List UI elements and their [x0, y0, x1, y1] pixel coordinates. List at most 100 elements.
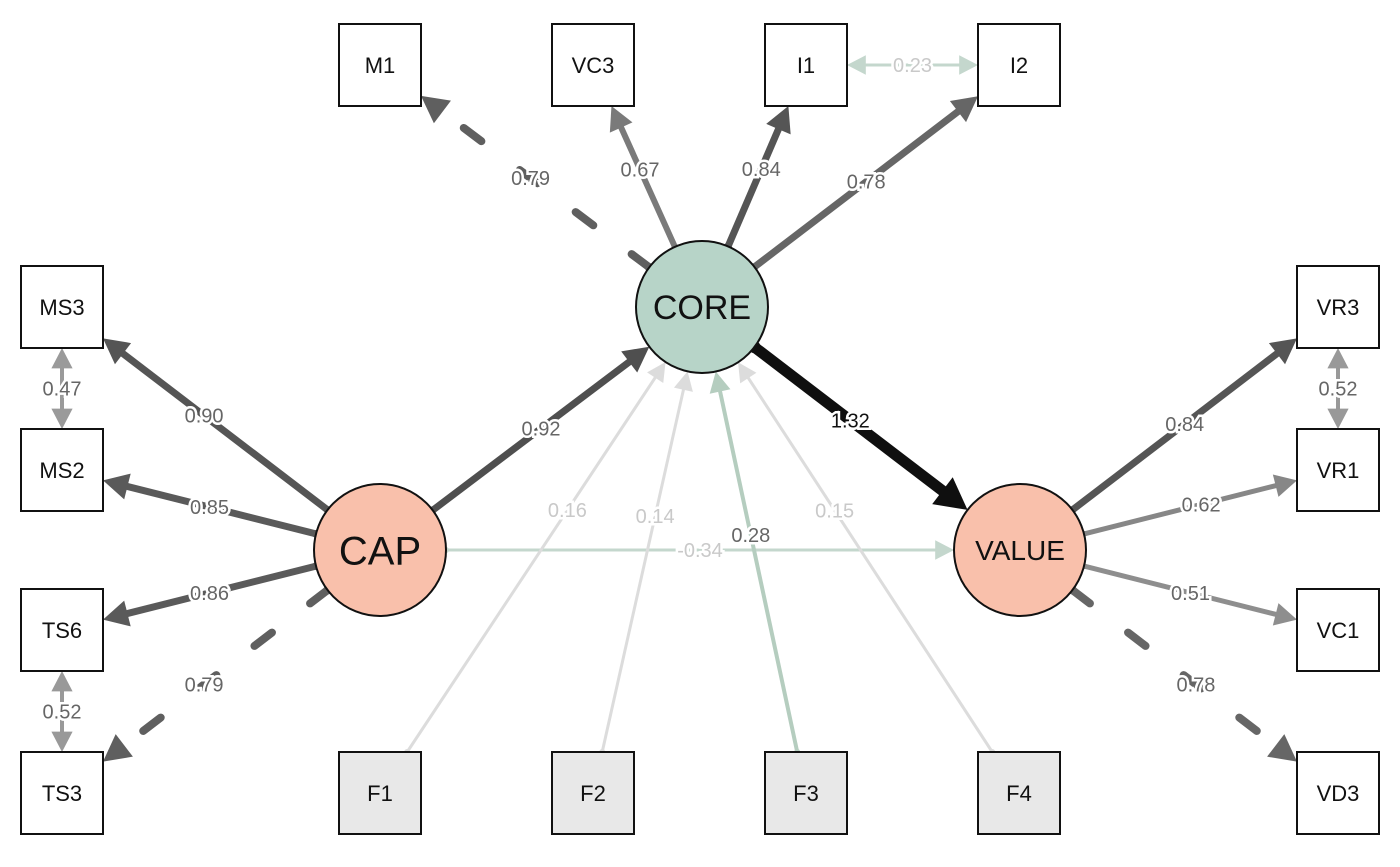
node-label-vr3: VR3	[1317, 295, 1360, 320]
edge-label-i1-i2: 0.23	[893, 55, 932, 77]
arrowhead-cap-ms3	[103, 338, 132, 365]
indicator-box-ts6	[20, 588, 104, 672]
indicator-box-vr1	[1296, 428, 1380, 512]
edge-label-core-vc3: 0.67	[621, 159, 660, 181]
arrowhead-value-vr3	[1268, 338, 1297, 365]
arrowhead-start-ms3-ms2	[51, 348, 73, 369]
node-value: VALUE	[953, 483, 1087, 617]
edge-label-cap-ts6: 0.86	[190, 583, 229, 605]
arrowhead-f4-core	[738, 362, 757, 384]
edge-label-ms3-ms2: 0.47	[43, 379, 82, 401]
edge-line-core-i2	[752, 107, 963, 270]
indicator-box-m1	[338, 23, 422, 107]
node-label-vc3: VC3	[572, 53, 615, 78]
latent-circle-value	[953, 483, 1087, 617]
node-i2: I2	[977, 23, 1061, 107]
node-label-f2: F2	[580, 781, 606, 806]
edge-label-cap-ms2: 0.85	[190, 497, 229, 519]
arrowhead-cap-ts3	[103, 734, 133, 762]
edge-label-cap-value: -0.34	[677, 540, 723, 562]
edge-ts6-ts3	[51, 671, 73, 752]
arrowhead-value-vc1	[1272, 603, 1297, 626]
node-label-ms2: MS2	[39, 458, 84, 483]
arrowhead-core-m1	[421, 95, 451, 124]
node-label-f4: F4	[1006, 781, 1032, 806]
arrowhead-f1-core	[647, 362, 666, 384]
node-ms2: MS2	[20, 428, 104, 512]
arrowhead-i1-i2	[959, 55, 978, 75]
indicator-box-i2	[977, 23, 1061, 107]
edge-label-core-i2: 0.78	[847, 172, 886, 194]
arrowhead-ts6-ts3	[51, 731, 73, 752]
arrowhead-cap-ms2	[103, 473, 131, 500]
edge-label-f3-core: 0.28	[731, 525, 770, 547]
edge-label-vr3-vr1: 0.52	[1319, 379, 1358, 401]
arrowhead-value-vd3	[1267, 734, 1297, 762]
node-ts6: TS6	[20, 588, 104, 672]
latent-circle-cap	[313, 483, 447, 617]
edge-f3-core	[709, 371, 801, 755]
node-label-i2: I2	[1010, 53, 1028, 78]
edge-line-cap-ms3	[118, 349, 330, 513]
node-vr1: VR1	[1296, 428, 1380, 512]
node-label-m1: M1	[365, 53, 396, 78]
edge-label-value-vr3: 0.84	[1165, 414, 1204, 436]
edge-label-ts6-ts3: 0.52	[43, 702, 82, 724]
node-label-cap: CAP	[339, 529, 421, 573]
node-label-ts6: TS6	[42, 618, 82, 643]
edge-label-core-value: 1.32	[831, 410, 870, 432]
edge-line-core-vc3	[617, 124, 678, 249]
indicator-box-i1	[764, 23, 848, 107]
node-label-core: CORE	[653, 289, 751, 327]
node-vc3: VC3	[551, 23, 635, 107]
edge-line-f1-core	[405, 375, 658, 753]
node-label-vc1: VC1	[1317, 618, 1360, 643]
edge-label-cap-ms3: 0.90	[185, 406, 224, 428]
edge-line-f3-core	[717, 389, 800, 753]
arrowhead-f2-core	[673, 371, 693, 392]
indicator-box-f1	[338, 751, 422, 835]
edge-i1-i2	[847, 55, 978, 75]
node-i1: I1	[764, 23, 848, 107]
node-f2: F2	[551, 751, 635, 835]
edge-label-cap-core: 0.92	[522, 419, 561, 441]
node-label-vr1: VR1	[1317, 458, 1360, 483]
arrowhead-vr3-vr1	[1327, 408, 1349, 429]
node-f4: F4	[977, 751, 1061, 835]
node-vc1: VC1	[1296, 588, 1380, 672]
edge-line-cap-ms2	[124, 482, 317, 538]
indicator-box-vd3	[1296, 751, 1380, 835]
arrowhead-ms3-ms2	[51, 408, 73, 429]
edge-label-f2-core: 0.14	[636, 506, 675, 528]
node-label-f3: F3	[793, 781, 819, 806]
node-f1: F1	[338, 751, 422, 835]
indicator-box-f2	[551, 751, 635, 835]
node-vr3: VR3	[1296, 265, 1380, 349]
edge-f2-core	[599, 371, 693, 755]
node-ms3: MS3	[20, 265, 104, 349]
arrowhead-core-i1	[766, 106, 791, 135]
edge-line-core-i1	[724, 125, 783, 248]
node-vd3: VD3	[1296, 751, 1380, 835]
edge-line-f2-core	[600, 387, 686, 753]
indicator-box-vr3	[1296, 265, 1380, 349]
edge-label-value-vd3: 0.78	[1176, 674, 1215, 696]
node-f3: F3	[764, 751, 848, 835]
edge-label-value-vc1: 0.51	[1171, 583, 1210, 605]
edge-ms3-ms2	[51, 348, 73, 429]
latent-circle-core	[635, 240, 769, 374]
indicator-box-ts3	[20, 751, 104, 835]
edge-value-vr1	[1081, 474, 1297, 537]
node-label-i1: I1	[797, 53, 815, 78]
edge-line-cap-ts6	[124, 562, 317, 618]
arrowhead-start-i1-i2	[847, 55, 866, 75]
indicator-box-vc1	[1296, 588, 1380, 672]
arrowhead-core-i2	[949, 96, 978, 123]
edge-line-core-m1	[436, 106, 654, 272]
edges-layer	[51, 55, 1349, 762]
edge-line-value-vd3	[1068, 586, 1282, 752]
node-label-ms3: MS3	[39, 295, 84, 320]
edge-label-f1-core: 0.16	[548, 500, 587, 522]
